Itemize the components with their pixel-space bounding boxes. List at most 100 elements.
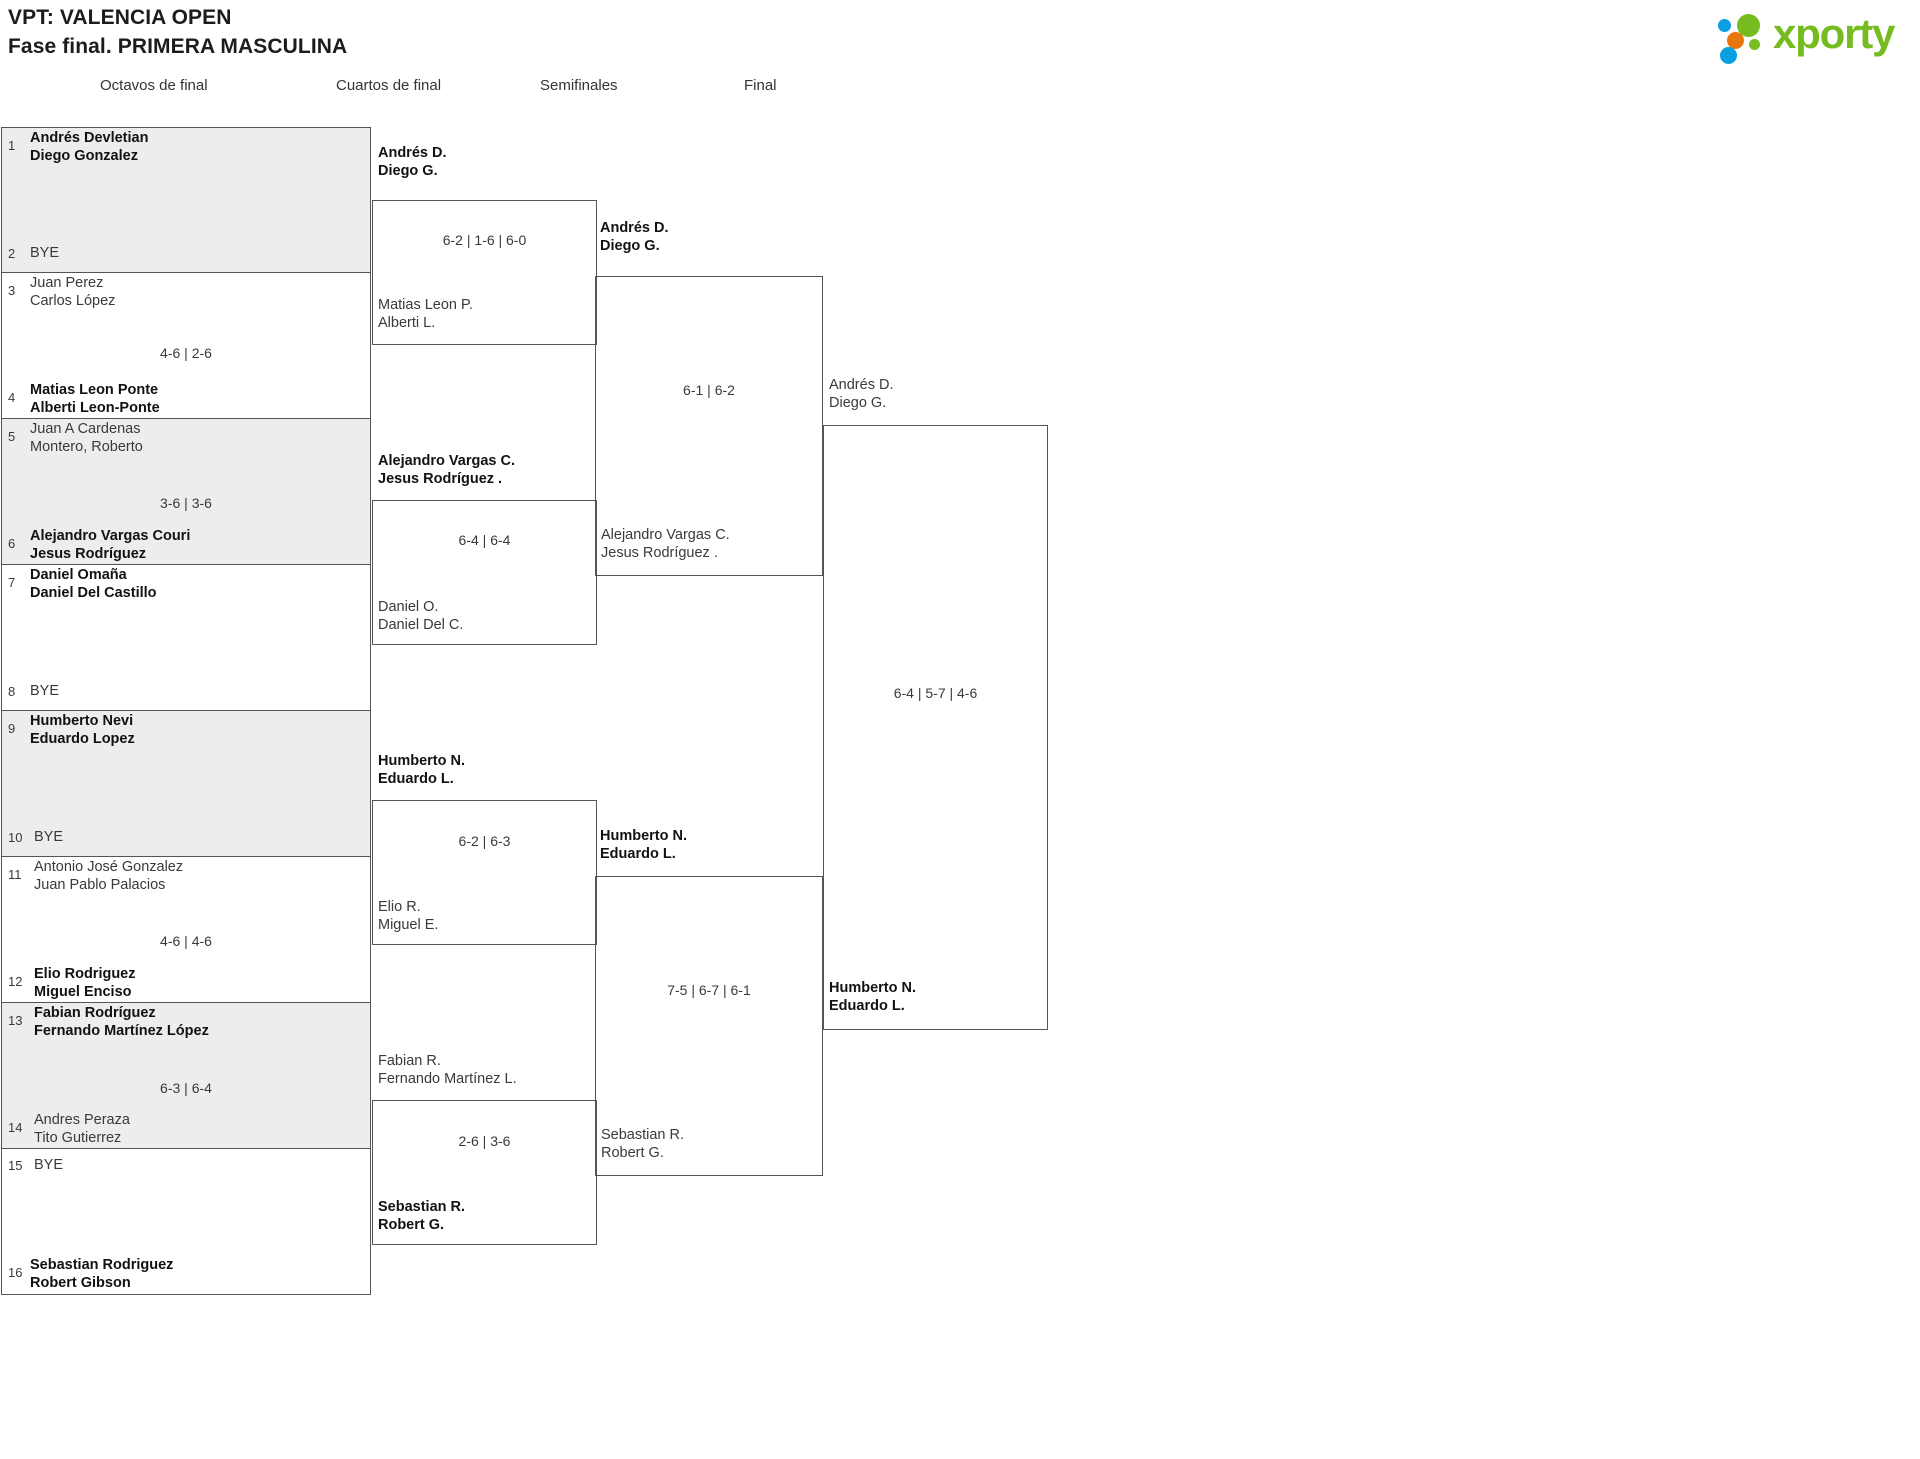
r2-m4-bottom-line1: Sebastian R. xyxy=(378,1199,466,1215)
r1-slot-13[interactable]: 13 Fabian Rodríguez Fernando Martínez Ló… xyxy=(1,1003,371,1076)
r2-match-box-2[interactable] xyxy=(372,500,597,645)
r1-slot-1[interactable]: 1 Andrés Devletian Diego Gonzalez xyxy=(1,127,371,237)
seed-number: 13 xyxy=(8,1013,23,1028)
r4-m1-bottom-line1: Humberto N. xyxy=(829,980,916,996)
r1-slot-15[interactable]: 15 BYE xyxy=(1,1149,371,1185)
xporty-logo: xporty xyxy=(1718,8,1910,64)
r2-m1-bottom-line1: Matias Leon P. xyxy=(378,297,473,313)
r1-slot-9[interactable]: 9 Humberto Nevi Eduardo Lopez xyxy=(1,711,371,821)
r2-m2-bottom-line2: Daniel Del C. xyxy=(378,617,464,633)
r2-m3-bottom-line1: Elio R. xyxy=(378,899,421,915)
player-name-line1: BYE xyxy=(34,1157,64,1173)
r1-slot-5[interactable]: 5 Juan A Cardenas Montero, Roberto xyxy=(1,419,371,492)
seed-number: 12 xyxy=(8,974,23,989)
seed-number: 11 xyxy=(8,867,22,882)
r2-m4-top-line1: Fabian R. xyxy=(378,1053,441,1069)
player-name-line2: Tito Gutierrez xyxy=(34,1130,122,1146)
logo-dot-green-big xyxy=(1737,14,1760,37)
tournament-phase: Fase final. PRIMERA MASCULINA xyxy=(8,35,348,58)
r3-m2-bottom-line2: Robert G. xyxy=(601,1145,664,1161)
tournament-title: VPT: VALENCIA OPEN xyxy=(8,6,232,29)
seed-number: 5 xyxy=(8,429,16,444)
player-name-line1: Juan Perez xyxy=(30,275,104,291)
player-name-line2: Alberti Leon-Ponte xyxy=(30,400,160,416)
seed-number: 6 xyxy=(8,536,16,551)
r1-slot-10[interactable]: 10 BYE xyxy=(1,821,371,857)
r1-slot-11[interactable]: 11 Antonio José Gonzalez Juan Pablo Pala… xyxy=(1,857,371,930)
logo-dot-green-small xyxy=(1749,39,1760,50)
logo-dots-icon xyxy=(1718,14,1776,64)
player-name-line2: Daniel Del Castillo xyxy=(30,585,157,601)
logo-wordmark: xporty xyxy=(1773,10,1895,57)
r2-m1-top-line2: Diego G. xyxy=(378,163,438,179)
r3-m1-score: 6-1 | 6-2 xyxy=(683,382,735,398)
r3-match-box-2[interactable] xyxy=(595,876,823,1176)
player-name-line2: Carlos López xyxy=(30,293,116,309)
r4-m1-top-line2: Diego G. xyxy=(829,395,887,411)
r2-m2-bottom-line1: Daniel O. xyxy=(378,599,439,615)
player-name-line1: Matias Leon Ponte xyxy=(30,382,159,398)
r1-slot-14[interactable]: 14 Andres Peraza Tito Gutierrez xyxy=(1,1076,371,1149)
r2-m1-score: 6-2 | 1-6 | 6-0 xyxy=(442,232,527,248)
r2-m1-bottom-line2: Alberti L. xyxy=(378,315,436,331)
player-name-line2: Eduardo Lopez xyxy=(30,731,135,747)
player-name-line2: Robert Gibson xyxy=(30,1275,131,1291)
player-name-line1: Humberto Nevi xyxy=(30,713,134,729)
r4-m1-top-line1: Andrés D. xyxy=(829,377,894,393)
seed-number: 16 xyxy=(8,1265,23,1280)
r2-m3-top-line1: Humberto N. xyxy=(378,753,465,769)
r1-score-7: 6-3 | 6-4 xyxy=(160,1080,212,1096)
r2-match-box-4[interactable] xyxy=(372,1100,597,1245)
player-name-line1: Fabian Rodríguez xyxy=(34,1005,156,1021)
seed-number: 9 xyxy=(8,721,16,736)
round-header-semis: Semifinales xyxy=(540,77,618,94)
r4-match-box-1[interactable] xyxy=(823,425,1048,1030)
r2-m3-bottom-line2: Miguel E. xyxy=(378,917,439,933)
player-name-line2: Fernando Martínez López xyxy=(34,1023,209,1039)
r1-slot-2[interactable]: 2 BYE xyxy=(1,237,371,273)
r3-m1-top-line1: Andrés D. xyxy=(600,220,669,236)
seed-number: 15 xyxy=(8,1158,23,1173)
seed-number: 10 xyxy=(8,830,23,845)
seed-number: 7 xyxy=(8,575,16,590)
r2-match-box-1[interactable] xyxy=(372,200,597,345)
r3-m1-top-line2: Diego G. xyxy=(600,238,660,254)
r1-slot-7[interactable]: 7 Daniel Omaña Daniel Del Castillo xyxy=(1,565,371,675)
r3-m2-top-line2: Eduardo L. xyxy=(600,846,676,862)
player-name-line2: Diego Gonzalez xyxy=(30,148,138,164)
r4-m1-bottom-line2: Eduardo L. xyxy=(829,998,905,1014)
player-name-line1: BYE xyxy=(30,683,60,699)
round-header-octavos: Octavos de final xyxy=(100,77,208,94)
r2-m4-top-line2: Fernando Martínez L. xyxy=(378,1071,517,1087)
r1-score-3: 3-6 | 3-6 xyxy=(160,495,212,511)
r1-slot-3[interactable]: 3 Juan Perez Carlos López xyxy=(1,273,371,346)
r1-slot-4[interactable]: 4 Matias Leon Ponte Alberti Leon-Ponte xyxy=(1,346,371,419)
round-header-cuartos: Cuartos de final xyxy=(336,77,442,94)
r1-slot-12[interactable]: 12 Elio Rodriguez Miguel Enciso xyxy=(1,930,371,1003)
player-name-line2: Miguel Enciso xyxy=(34,984,132,1000)
player-name-line1: Sebastian Rodriguez xyxy=(30,1257,174,1273)
player-name-line2: Juan Pablo Palacios xyxy=(34,877,166,893)
r1-slot-6[interactable]: 6 Alejandro Vargas Couri Jesus Rodríguez xyxy=(1,492,371,565)
player-name-line1: Andres Peraza xyxy=(34,1112,130,1128)
title-block: VPT: VALENCIA OPEN Fase final. PRIMERA M… xyxy=(8,3,347,61)
logo-dot-orange xyxy=(1727,32,1744,49)
seed-number: 3 xyxy=(8,283,16,298)
r1-slot-16[interactable]: 16 Sebastian Rodriguez Robert Gibson xyxy=(1,1185,371,1295)
r2-m3-top-line2: Eduardo L. xyxy=(378,771,454,787)
player-name-line1: Antonio José Gonzalez xyxy=(34,859,184,875)
r3-m1-bottom-line1: Alejandro Vargas C. xyxy=(601,527,730,543)
player-name-line1: BYE xyxy=(30,245,60,261)
player-name-line1: Daniel Omaña xyxy=(30,567,127,583)
r2-m2-top-line1: Alejandro Vargas C. xyxy=(378,453,515,469)
player-name-line1: Alejandro Vargas Couri xyxy=(30,528,191,544)
r2-match-box-3[interactable] xyxy=(372,800,597,945)
r2-m4-bottom-line2: Robert G. xyxy=(378,1217,445,1233)
r1-slot-8[interactable]: 8 BYE xyxy=(1,675,371,711)
player-name-line1: Juan A Cardenas xyxy=(30,421,141,437)
r3-match-box-1[interactable] xyxy=(595,276,823,576)
player-name-line2: Montero, Roberto xyxy=(30,439,143,455)
page-header: VPT: VALENCIA OPEN Fase final. PRIMERA M… xyxy=(0,0,1920,70)
seed-number: 2 xyxy=(8,246,16,261)
